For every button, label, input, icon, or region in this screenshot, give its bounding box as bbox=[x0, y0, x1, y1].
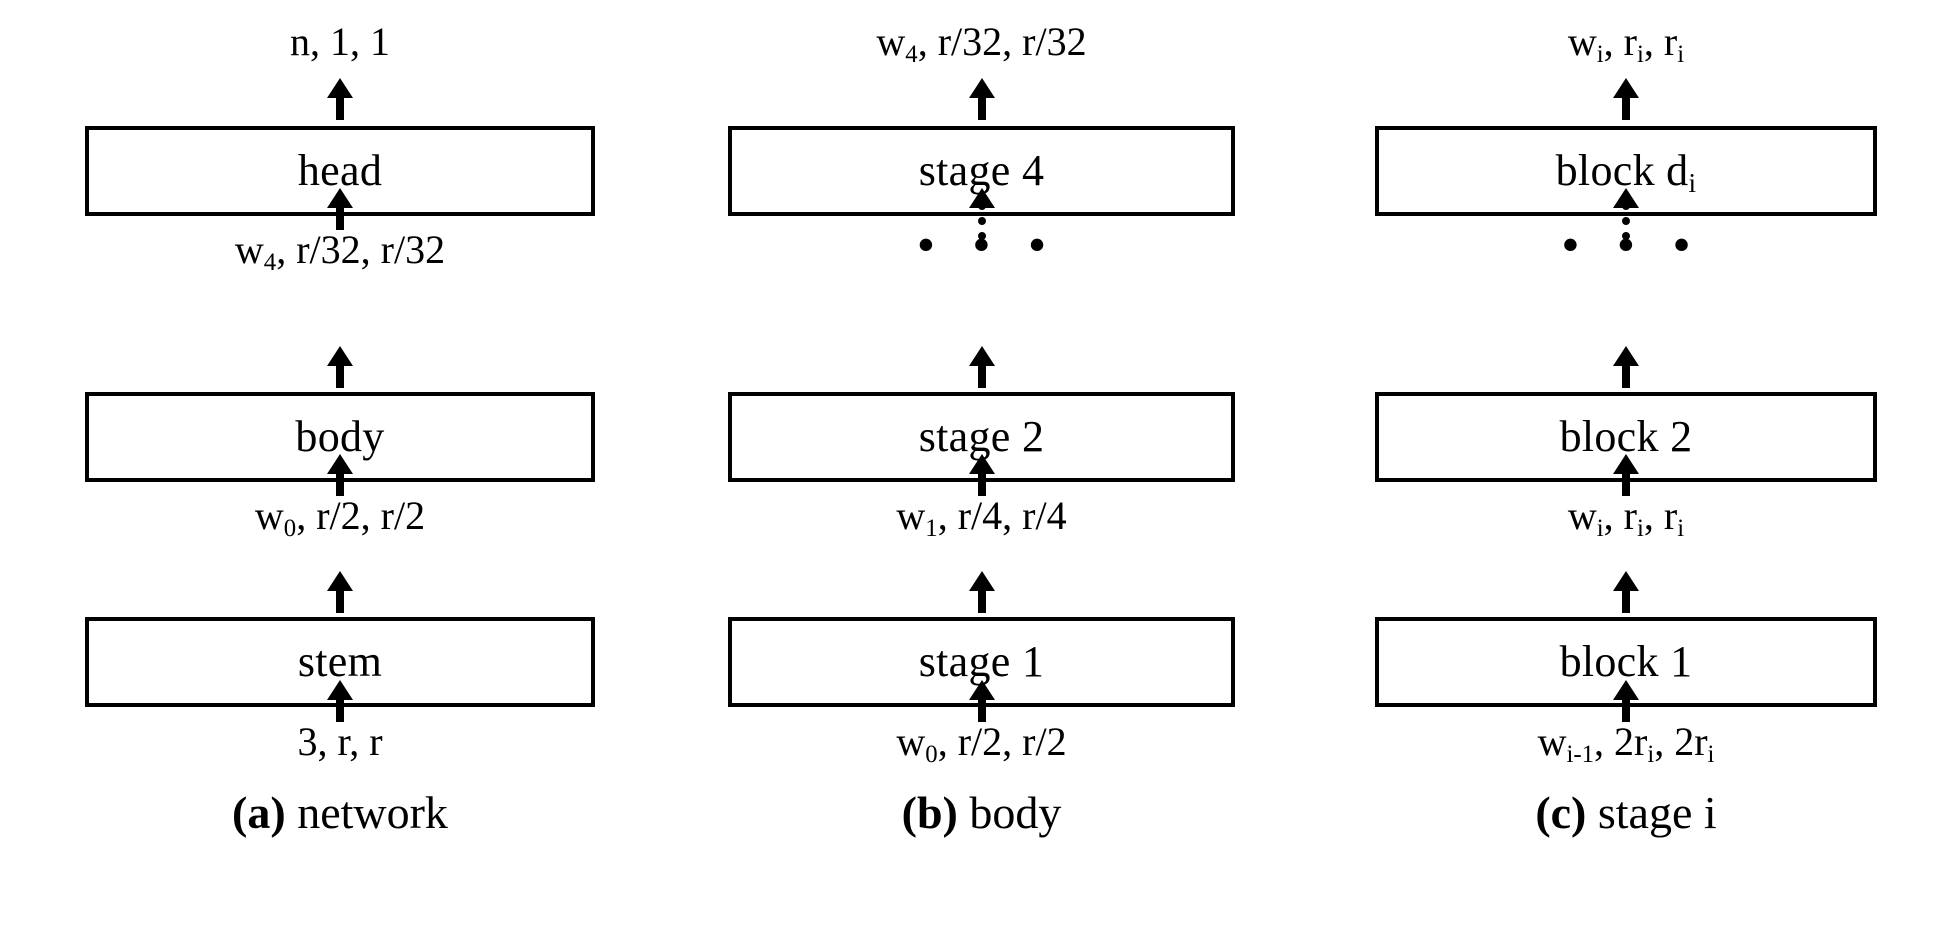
edge-label-rest: , r/2, r/2 bbox=[937, 719, 1067, 764]
edge-label-mid2: , r bbox=[1643, 19, 1678, 64]
column-stage: wi, ri, ri block di • • • block 2 wi, ri… bbox=[1375, 0, 1877, 952]
column-network: n, 1, 1 head w4, r/32, r/32 body w0, r/2… bbox=[85, 0, 595, 952]
caption-body: (b) body bbox=[728, 790, 1235, 836]
network-output-label: n, 1, 1 bbox=[290, 19, 390, 64]
ellipsis-to-stage4-dashed-arrow-icon bbox=[967, 188, 997, 240]
edge-label-mid2: , 2r bbox=[1654, 719, 1708, 764]
edge-label-rest: , r/4, r/4 bbox=[937, 493, 1067, 538]
caption-tag: (b) bbox=[901, 787, 958, 838]
edge-label-sub2: i bbox=[1637, 514, 1644, 542]
edge-label-base: w bbox=[1567, 19, 1597, 64]
edge-label-rest: , r/32, r/32 bbox=[276, 227, 446, 272]
caption-tag: (c) bbox=[1535, 787, 1587, 838]
caption-stage: (c) stage i bbox=[1375, 790, 1877, 836]
caption-label: network bbox=[297, 787, 448, 838]
caption-network: (a) network bbox=[85, 790, 595, 836]
edge-label-sub2: i bbox=[1637, 40, 1644, 68]
stage2-output-arrow-icon bbox=[967, 346, 997, 388]
stage-output-label: wi, ri, ri bbox=[1375, 19, 1877, 67]
block1-to-block2-label: wi, ri, ri bbox=[1375, 493, 1877, 541]
edge-label-base: w bbox=[876, 19, 906, 64]
stage1-to-stage2-arrow-icon bbox=[967, 454, 997, 496]
edge-label-sub3: i bbox=[1707, 740, 1715, 768]
head-box-label: head bbox=[297, 146, 383, 195]
stage-1-box[interactable]: stage 1 bbox=[728, 617, 1235, 707]
caption-text bbox=[958, 787, 970, 838]
edge-label-sub3: i bbox=[1677, 40, 1685, 68]
caption-text bbox=[286, 787, 298, 838]
edge-label-sub: i-1 bbox=[1566, 740, 1594, 768]
edge-label-sub: i bbox=[1596, 40, 1604, 68]
stem-to-body-label: w0, r/2, r/2 bbox=[85, 493, 595, 541]
stage-input-arrow-icon bbox=[1611, 680, 1641, 722]
block-1-box-label: block 1 bbox=[1559, 637, 1693, 686]
body-output-label: w4, r/32, r/32 bbox=[728, 19, 1235, 67]
edge-label-sub: i bbox=[1596, 514, 1604, 542]
edge-label-mid: , r bbox=[1603, 493, 1637, 538]
edge-label-sub: 0 bbox=[925, 740, 938, 768]
block-ellipsis: • • • bbox=[1562, 219, 1704, 270]
ellipsis-to-block-d-dashed-arrow-icon bbox=[1611, 188, 1641, 240]
edge-label-mid2: , r bbox=[1643, 493, 1678, 538]
stage-4-box-label: stage 4 bbox=[918, 146, 1045, 195]
stage-ellipsis: • • • bbox=[917, 219, 1060, 270]
caption-label: stage i bbox=[1597, 787, 1717, 838]
block2-output-arrow-icon bbox=[1611, 346, 1641, 388]
caption-label: body bbox=[969, 787, 1062, 838]
edge-label-base: w bbox=[896, 719, 926, 764]
edge-label-mid: , r bbox=[1603, 19, 1637, 64]
block-d-label-base: block d bbox=[1555, 146, 1689, 195]
stem-output-arrow-icon bbox=[325, 571, 355, 613]
edge-label-base: w bbox=[1537, 719, 1567, 764]
stage4-output-arrow-icon bbox=[967, 78, 997, 120]
stage1-to-stage2-label: w1, r/4, r/4 bbox=[728, 493, 1235, 541]
body-to-head-label: w4, r/32, r/32 bbox=[85, 227, 595, 275]
edge-label-sub: 0 bbox=[283, 514, 297, 542]
body-input-arrow-icon bbox=[967, 680, 997, 722]
body-box-label: body bbox=[295, 412, 385, 461]
edge-label-base: w bbox=[1567, 493, 1597, 538]
stage-2-box-label: stage 2 bbox=[918, 412, 1045, 461]
edge-label-base: w bbox=[896, 493, 926, 538]
stage-1-box-label: stage 1 bbox=[918, 637, 1045, 686]
edge-label-sub: 1 bbox=[925, 514, 938, 542]
block-d-box-label: block di bbox=[1555, 146, 1697, 197]
stage1-output-arrow-icon bbox=[967, 571, 997, 613]
edge-label-rest: , r/2, r/2 bbox=[296, 493, 426, 538]
network-input-arrow-icon bbox=[325, 680, 355, 722]
body-to-head-arrow-icon bbox=[325, 188, 355, 230]
block-d-output-arrow-icon bbox=[1611, 78, 1641, 120]
stage-input-label: wi-1, 2ri, 2ri bbox=[1375, 719, 1877, 767]
edge-label-sub3: i bbox=[1677, 514, 1685, 542]
block1-to-block2-arrow-icon bbox=[1611, 454, 1641, 496]
head-output-arrow-icon bbox=[325, 78, 355, 120]
edge-label-base: w bbox=[234, 227, 264, 272]
block1-output-arrow-icon bbox=[1611, 571, 1641, 613]
edge-label-base: w bbox=[254, 493, 284, 538]
column-body: w4, r/32, r/32 stage 4 • • • stage 2 w1,… bbox=[728, 0, 1235, 952]
edge-label-sub: 4 bbox=[905, 40, 918, 68]
block-2-box-label: block 2 bbox=[1559, 412, 1693, 461]
caption-tag: (a) bbox=[232, 787, 286, 838]
body-output-arrow-icon bbox=[325, 346, 355, 388]
edge-label-sub: 4 bbox=[263, 248, 277, 276]
block-d-label-sub: i bbox=[1688, 168, 1697, 199]
stem-to-body-arrow-icon bbox=[325, 454, 355, 496]
edge-label-mid: , 2r bbox=[1594, 719, 1648, 764]
network-input-label: 3, r, r bbox=[297, 719, 383, 764]
caption-text bbox=[1586, 787, 1598, 838]
edge-label-sub2: i bbox=[1647, 740, 1655, 768]
edge-label-rest: , r/32, r/32 bbox=[917, 19, 1087, 64]
body-input-label: w0, r/2, r/2 bbox=[728, 719, 1235, 767]
stem-box-label: stem bbox=[297, 637, 383, 686]
